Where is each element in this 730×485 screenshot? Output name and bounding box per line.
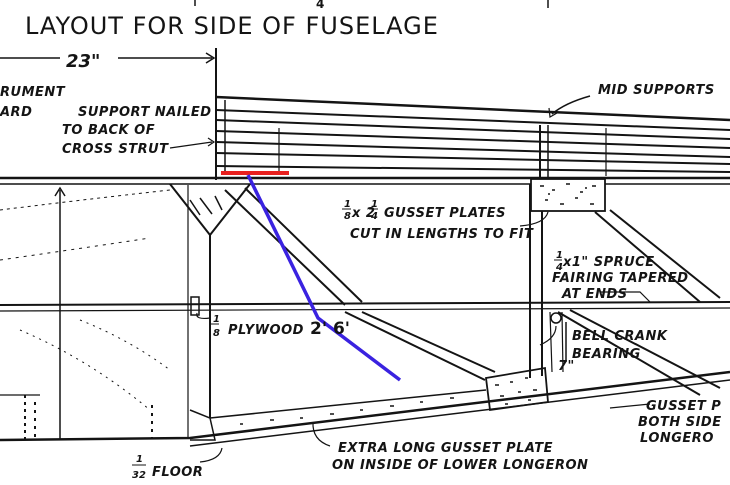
svg-text:CUT IN LENGTHS TO FIT: CUT IN LENGTHS TO FIT xyxy=(350,227,534,242)
mid-supports-label: MID SUPPORTS xyxy=(598,83,715,98)
svg-text:GUSSET P: GUSSET P xyxy=(646,399,721,414)
svg-text:32: 32 xyxy=(132,470,146,481)
svg-text:FAIRING TAPERED: FAIRING TAPERED xyxy=(552,271,689,286)
blue-annotation-line xyxy=(246,174,402,382)
dimension-23-inch: 23" xyxy=(0,48,217,180)
svg-text:AT ENDS: AT ENDS xyxy=(561,287,628,302)
instrument-board-label: RUMENT xyxy=(0,85,66,100)
handwritten-dimension: 2' 6' xyxy=(310,319,350,339)
gusset-plates-label: 1 8 x 2 1 4 GUSSET PLATES CUT IN LENGTHS… xyxy=(342,199,534,242)
extra-long-gusset-plate xyxy=(209,389,487,425)
drawing-title: LAYOUT FOR SIDE OF FUSELAGE xyxy=(25,12,439,40)
svg-text:1: 1 xyxy=(556,250,563,261)
bell-crank-label: BELL CRANK BEARING xyxy=(565,322,668,362)
support-nailed-label: CROSS STRUT xyxy=(62,142,169,157)
svg-text:ON INSIDE OF LOWER LONGERON: ON INSIDE OF LOWER LONGERON xyxy=(332,458,588,473)
svg-text:4: 4 xyxy=(370,211,378,222)
extra-gusset-label: EXTRA LONG GUSSET PLATE ON INSIDE OF LOW… xyxy=(332,441,588,473)
svg-text:BEARING: BEARING xyxy=(572,347,641,362)
lower-longeron-inner xyxy=(189,379,730,447)
plywood-label: 1 8 PLYWOOD xyxy=(211,314,304,339)
middle-reference-line xyxy=(0,301,730,306)
side-dimension-label: 7" xyxy=(558,359,575,374)
upper-longeron-stack xyxy=(215,95,730,178)
svg-text:GUSSET PLATES: GUSSET PLATES xyxy=(384,206,506,221)
svg-text:1: 1 xyxy=(344,199,351,210)
svg-text:FLOOR: FLOOR xyxy=(152,465,203,480)
svg-text:LONGERO: LONGERO xyxy=(640,431,714,446)
svg-text:8: 8 xyxy=(213,328,220,339)
gusset-right-label: GUSSET P BOTH SIDE LONGERO xyxy=(638,399,722,446)
floor-label: 1 32 FLOOR xyxy=(132,454,203,481)
svg-text:BELL CRANK: BELL CRANK xyxy=(572,329,668,344)
cockpit-side-panel xyxy=(0,186,171,440)
svg-text:4: 4 xyxy=(555,262,563,273)
svg-text:x 2: x 2 xyxy=(351,206,375,221)
spruce-fairing-label: 1 4 x1" SPRUCE FAIRING TAPERED AT ENDS xyxy=(552,250,689,302)
station-one xyxy=(169,183,251,441)
svg-text:1: 1 xyxy=(213,314,220,325)
support-nailed-label: SUPPORT NAILED xyxy=(78,105,212,120)
middle-reference-line-inner xyxy=(0,307,730,312)
leader-lines xyxy=(169,95,651,463)
svg-text:EXTRA LONG GUSSET PLATE: EXTRA LONG GUSSET PLATE xyxy=(338,441,553,456)
svg-text:x1" SPRUCE: x1" SPRUCE xyxy=(562,255,655,270)
svg-text:BOTH SIDE: BOTH SIDE xyxy=(638,415,722,430)
svg-text:23": 23" xyxy=(66,51,100,72)
svg-text:PLYWOOD: PLYWOOD xyxy=(228,323,304,338)
svg-text:8: 8 xyxy=(344,211,351,222)
instrument-board-label: ARD xyxy=(0,105,32,120)
svg-text:1: 1 xyxy=(371,199,378,210)
lower-longeron xyxy=(0,370,730,442)
top-edge-partial-number: 4 xyxy=(316,0,324,11)
svg-text:1: 1 xyxy=(136,454,143,465)
support-nailed-label: TO BACK OF xyxy=(62,123,155,138)
